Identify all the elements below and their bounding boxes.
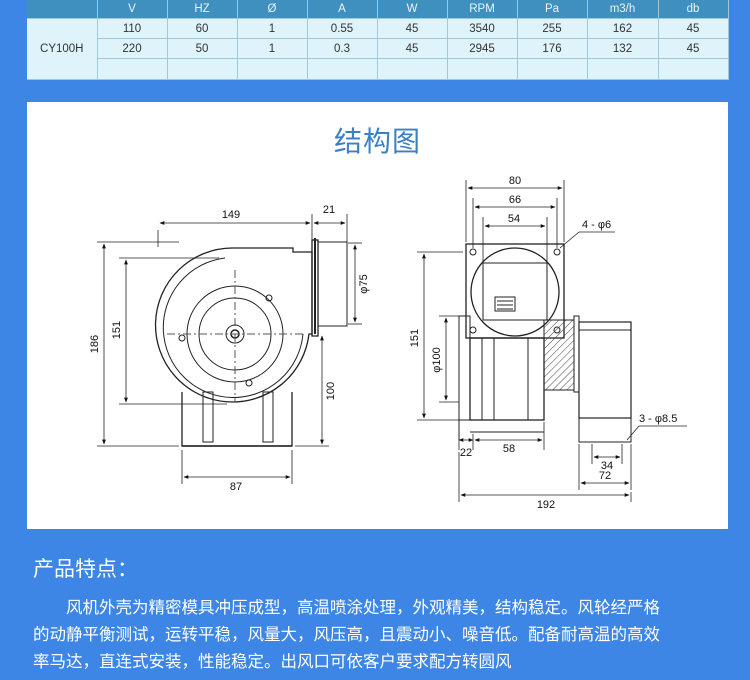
dim-label: 34 bbox=[601, 460, 613, 472]
table-cell: 132 bbox=[587, 38, 659, 59]
table-row-empty bbox=[27, 58, 729, 80]
dim-label: 192 bbox=[537, 499, 555, 511]
table-header-cell: W bbox=[377, 0, 448, 19]
table-cell: 220 bbox=[97, 38, 168, 59]
table-cell: 3540 bbox=[447, 18, 518, 39]
dim-label: 149 bbox=[222, 209, 240, 221]
table-header-row: V HZ Ø A W RPM Pa m3/h db bbox=[27, 0, 729, 19]
table-cell: 2945 bbox=[447, 38, 518, 59]
table-header-cell: HZ bbox=[167, 0, 238, 19]
table-header-cell: m3/h bbox=[587, 0, 659, 19]
dim-label: 4 - φ6 bbox=[582, 219, 611, 231]
table-row: 220 50 1 0.3 45 2945 176 132 45 bbox=[27, 38, 729, 59]
table-cell: 60 bbox=[167, 18, 238, 39]
dim-label: φ100 bbox=[431, 347, 443, 373]
spec-table: V HZ Ø A W RPM Pa m3/h db CY100H 110 60 … bbox=[27, 0, 729, 80]
drawing-panel: 结构图 bbox=[27, 102, 728, 529]
dimension-labels: 149 21 φ75 186 151 100 87 80 66 54 4 - φ… bbox=[89, 175, 677, 511]
table-header-cell: db bbox=[658, 0, 729, 19]
table-cell: 45 bbox=[658, 18, 729, 39]
table-cell bbox=[658, 58, 729, 80]
table-cell bbox=[307, 58, 378, 80]
table-header-cell: RPM bbox=[447, 0, 518, 19]
table-cell bbox=[237, 58, 308, 80]
table-header-cell: A bbox=[307, 0, 378, 19]
dim-label: 22 bbox=[460, 447, 472, 459]
table-cell: 45 bbox=[658, 38, 729, 59]
table-cell: 0.55 bbox=[307, 18, 378, 39]
table-cell: 45 bbox=[377, 18, 448, 39]
table-cell: 162 bbox=[587, 18, 659, 39]
drawing-title: 结构图 bbox=[333, 125, 421, 158]
features-heading: 产品特点： bbox=[33, 557, 138, 581]
dim-label: φ75 bbox=[358, 274, 370, 293]
table-cell bbox=[377, 58, 448, 80]
dim-label: 151 bbox=[409, 329, 421, 347]
fan-side-view bbox=[154, 238, 348, 447]
table-cell: 176 bbox=[517, 38, 588, 59]
dim-label: 66 bbox=[509, 194, 521, 206]
table-cell bbox=[167, 58, 238, 80]
dim-label: 87 bbox=[230, 481, 242, 493]
table-cell: 0.3 bbox=[307, 38, 378, 59]
table-header-cell: V bbox=[97, 0, 168, 19]
features-body: 风机外壳为精密模具冲压成型，高温喷涂处理，外观精美，结构稳定。风轮经严格的动静平… bbox=[33, 598, 660, 671]
dim-label: 80 bbox=[509, 175, 521, 187]
table-header-cell bbox=[27, 0, 98, 19]
left-dimensions bbox=[97, 214, 362, 484]
table-cell: 1 bbox=[237, 18, 308, 39]
dim-label: 100 bbox=[325, 382, 337, 400]
table-cell bbox=[587, 58, 659, 80]
table-cell: 255 bbox=[517, 18, 588, 39]
fan-front-view bbox=[458, 243, 632, 443]
right-dimensions bbox=[417, 180, 687, 502]
table-cell bbox=[97, 58, 168, 80]
dim-label: 54 bbox=[508, 213, 520, 225]
dim-label: 186 bbox=[89, 335, 101, 353]
table-cell bbox=[447, 58, 518, 80]
table-cell bbox=[517, 58, 588, 80]
dim-label: 21 bbox=[323, 204, 335, 216]
dim-label: 3 - φ8.5 bbox=[639, 413, 677, 425]
dim-label: 151 bbox=[111, 321, 123, 339]
table-header-cell: Pa bbox=[517, 0, 588, 19]
table-cell: 1 bbox=[237, 38, 308, 59]
technical-drawing: 149 21 φ75 186 151 100 87 80 66 54 4 - φ… bbox=[89, 175, 687, 511]
table-cell: 50 bbox=[167, 38, 238, 59]
table-cell: 110 bbox=[97, 18, 168, 39]
table-row: CY100H 110 60 1 0.55 45 3540 255 162 45 bbox=[27, 18, 729, 80]
dim-label: 72 bbox=[599, 470, 611, 482]
dim-label: 58 bbox=[503, 443, 515, 455]
model-cell: CY100H bbox=[27, 18, 98, 80]
table-cell: 45 bbox=[377, 38, 448, 59]
table-header-cell: Ø bbox=[237, 0, 308, 19]
